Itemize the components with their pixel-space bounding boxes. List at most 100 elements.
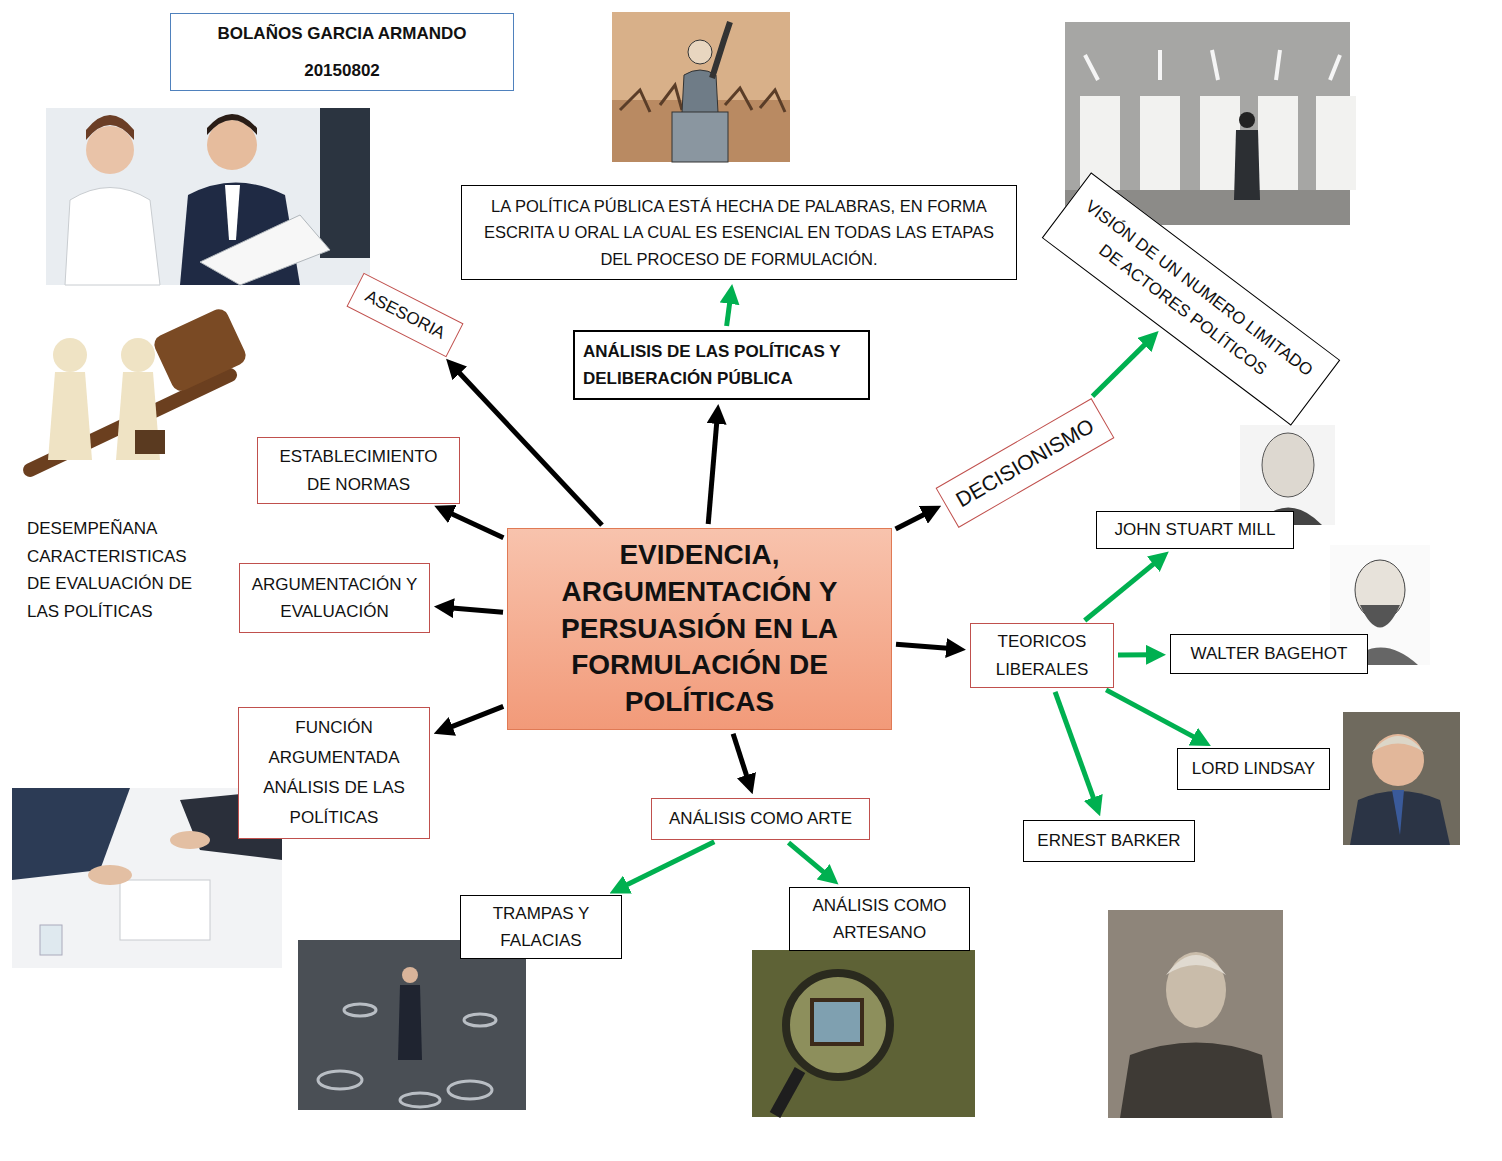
traps-photo-part bbox=[448, 1081, 492, 1099]
concept-box: LORD LINDSAY bbox=[1177, 748, 1330, 790]
speaker-sketch-part bbox=[712, 22, 730, 78]
arrow-connector bbox=[1055, 692, 1096, 805]
node-text: BOLAÑOS GARCIA ARMANDO bbox=[217, 20, 466, 47]
speaker-sketch bbox=[612, 12, 790, 162]
node-text: ANÁLISIS COMO ARTE bbox=[669, 805, 852, 832]
arrow-connector bbox=[1118, 652, 1154, 657]
lindsay-photo-part bbox=[1350, 791, 1450, 845]
node-text: 20150802 bbox=[304, 57, 380, 84]
barker-photo-part bbox=[1108, 910, 1283, 1118]
barker-photo-part bbox=[1166, 955, 1226, 975]
node-text: DECISIONISMO bbox=[949, 410, 1100, 517]
arrow-connector bbox=[708, 416, 717, 524]
lindsay-photo-part bbox=[1372, 734, 1424, 786]
concept-box: WALTER BAGEHOT bbox=[1170, 634, 1368, 674]
concept-box: ERNEST BARKER bbox=[1023, 820, 1195, 862]
speaker-sketch-part bbox=[672, 112, 728, 162]
meeting-photo-part bbox=[170, 831, 210, 849]
concept-box: DECISIONISMO bbox=[936, 398, 1115, 528]
gavel-illustration-part bbox=[53, 338, 87, 372]
meeting-photo-part bbox=[88, 865, 132, 885]
concept-box: ANÁLISIS COMO ARTE bbox=[651, 798, 870, 840]
mill-portrait-part bbox=[1240, 425, 1335, 525]
node-text: ASESORIA bbox=[360, 283, 450, 347]
gavel-illustration-part bbox=[15, 300, 290, 495]
arrow-connector bbox=[1106, 690, 1200, 741]
node-text: TRAMPAS Y FALACIAS bbox=[469, 900, 613, 954]
arrow-connector bbox=[445, 706, 503, 729]
arrow-connector bbox=[896, 644, 954, 649]
lindsay-photo bbox=[1343, 712, 1460, 845]
speaker-sketch-part bbox=[688, 40, 712, 64]
office-photo-part bbox=[207, 120, 257, 170]
bagehot-portrait-part bbox=[1360, 605, 1400, 628]
office-photo-part bbox=[207, 114, 257, 135]
speaker-sketch-part bbox=[612, 12, 790, 162]
arrow-connector bbox=[896, 511, 931, 529]
magnifier-photo-part bbox=[786, 973, 890, 1077]
arrow-connector bbox=[1085, 559, 1160, 620]
office-photo-part bbox=[65, 188, 160, 286]
mill-portrait-part bbox=[1262, 433, 1314, 497]
traps-photo-part bbox=[318, 1071, 362, 1089]
doors-photo-part bbox=[1316, 96, 1356, 190]
doors-photo-part bbox=[1080, 96, 1120, 190]
gavel-illustration bbox=[15, 300, 290, 495]
barker-photo-part bbox=[1120, 1043, 1272, 1119]
meeting-photo-part bbox=[40, 925, 62, 955]
barker-photo-part bbox=[1166, 952, 1226, 1028]
office-photo-part bbox=[200, 215, 330, 285]
doors-photo-part bbox=[1200, 96, 1240, 190]
concept-box: JOHN STUART MILL bbox=[1096, 511, 1294, 549]
meeting-photo-part bbox=[120, 880, 210, 940]
node-text: EVIDENCIA, ARGUMENTACIÓN Y PERSUASIÓN EN… bbox=[516, 537, 883, 722]
lindsay-photo-part bbox=[1343, 712, 1460, 845]
traps-photo-part bbox=[398, 985, 422, 1060]
traps-photo bbox=[298, 940, 526, 1110]
arrow-connector bbox=[445, 511, 503, 538]
doors-photo-part bbox=[1085, 50, 1340, 80]
office-photo-part bbox=[320, 108, 370, 258]
arrow-connector bbox=[727, 296, 731, 326]
office-photo bbox=[46, 108, 370, 285]
arrow-connector bbox=[789, 843, 830, 877]
barker-photo bbox=[1108, 910, 1283, 1118]
doors-photo-part bbox=[1258, 96, 1298, 190]
central-topic-box: EVIDENCIA, ARGUMENTACIÓN Y PERSUASIÓN EN… bbox=[507, 528, 892, 730]
office-photo-part bbox=[46, 108, 370, 285]
node-text: TEORICOS LIBERALES bbox=[979, 628, 1105, 682]
magnifier-photo-part bbox=[812, 1000, 862, 1044]
concept-box: BOLAÑOS GARCIA ARMANDO 20150802 bbox=[170, 13, 514, 91]
mill-portrait bbox=[1240, 425, 1335, 525]
gavel-illustration-part bbox=[135, 430, 165, 454]
gavel-illustration-part bbox=[151, 306, 249, 394]
arrow-connector bbox=[733, 734, 749, 783]
arrow-connector bbox=[446, 608, 503, 613]
office-photo-part bbox=[86, 126, 134, 174]
gavel-illustration-part bbox=[48, 372, 92, 460]
lindsay-photo-part bbox=[1372, 736, 1424, 752]
doors-photo-part bbox=[1140, 96, 1180, 190]
concept-box: ANÁLISIS COMO ARTESANO bbox=[789, 887, 970, 951]
arrow-connector bbox=[620, 842, 714, 888]
node-text: LA POLÍTICA PÚBLICA ESTÁ HECHA DE PALABR… bbox=[470, 193, 1008, 272]
doors-photo-part bbox=[1234, 130, 1260, 200]
note-text: DESEMPEÑANA CARACTERISTICAS DE EVALUACIÓ… bbox=[27, 515, 197, 625]
node-text: ERNEST BARKER bbox=[1037, 827, 1180, 854]
lindsay-photo-part bbox=[1392, 790, 1404, 835]
node-text: ESTABLECIMIENTO DE NORMAS bbox=[266, 443, 451, 497]
traps-photo-part bbox=[298, 940, 526, 1110]
node-text: WALTER BAGEHOT bbox=[1191, 640, 1348, 667]
node-text: ARGUMENTACIÓN Y EVALUACIÓN bbox=[248, 571, 421, 625]
concept-box: TEORICOS LIBERALES bbox=[970, 623, 1114, 688]
node-text: LORD LINDSAY bbox=[1192, 755, 1315, 782]
concept-box: ESTABLECIMIENTO DE NORMAS bbox=[257, 437, 460, 504]
office-photo-part bbox=[86, 115, 134, 140]
concept-box: ANÁLISIS DE LAS POLÍTICAS Y DELIBERACIÓN… bbox=[573, 330, 870, 400]
node-text: ANÁLISIS DE LAS POLÍTICAS Y DELIBERACIÓN… bbox=[583, 338, 860, 392]
traps-photo-part bbox=[400, 1093, 440, 1107]
arrow-connector bbox=[1093, 339, 1151, 396]
traps-photo-part bbox=[464, 1014, 496, 1026]
concept-box: FUNCIÓN ARGUMENTADA ANÁLISIS DE LAS POLÍ… bbox=[238, 707, 430, 839]
concept-box: ASESORIA bbox=[346, 273, 463, 358]
